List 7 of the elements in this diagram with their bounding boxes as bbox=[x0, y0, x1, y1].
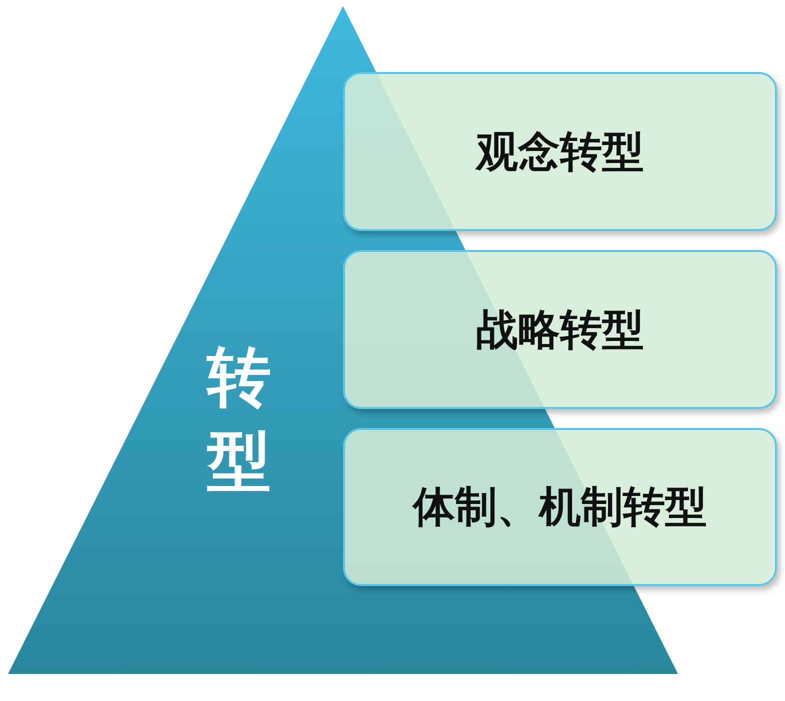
level-label: 观念转型 bbox=[476, 126, 644, 178]
level-label: 体制、机制转型 bbox=[413, 481, 707, 533]
level-box bbox=[343, 428, 777, 586]
level-box bbox=[343, 250, 777, 409]
pyramid-title: 转型 bbox=[206, 340, 272, 501]
level-label: 战略转型 bbox=[476, 304, 644, 356]
level-box bbox=[343, 72, 777, 231]
